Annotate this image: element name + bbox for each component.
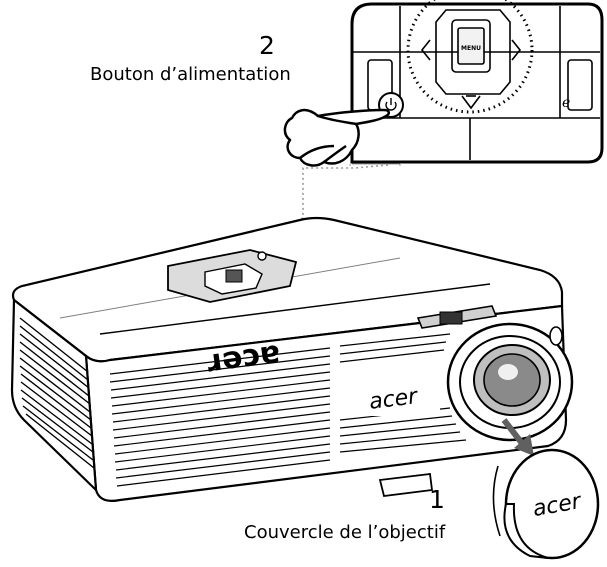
lens-cap: acer	[492, 448, 600, 560]
left-arrow-icon[interactable]	[420, 39, 431, 61]
step-2-number: 2	[259, 31, 275, 60]
inset-frame	[350, 2, 604, 164]
projector-left-side	[10, 297, 98, 493]
hand-icon	[283, 108, 390, 167]
down-arrow-icon[interactable]	[461, 95, 481, 110]
projector-body: acer acer	[10, 216, 574, 502]
front-brand-logo: acer	[368, 384, 421, 415]
dial-ring	[406, 0, 534, 114]
e-key-label[interactable]: e	[562, 95, 570, 111]
step-1-number: 1	[429, 485, 445, 514]
top-control-panel[interactable]	[167, 249, 298, 303]
inset-connector	[349, 163, 401, 166]
control-panel-inset: MENU e	[350, 0, 604, 164]
menu-button-label: MENU	[461, 45, 481, 52]
power-button-label: Bouton d’alimentation	[90, 64, 291, 85]
callout-dotted-line	[239, 164, 389, 245]
right-arrow-icon[interactable]	[511, 39, 522, 61]
menu-button[interactable]	[457, 27, 485, 65]
projector-foot	[378, 472, 434, 497]
removal-arrow-icon	[501, 418, 534, 456]
projector-lens	[446, 322, 574, 442]
lens-cap-label: Couvercle de l’objectif	[244, 522, 446, 543]
projector-front	[84, 304, 568, 502]
power-icon	[385, 98, 397, 111]
zoom-slider[interactable]	[416, 305, 498, 329]
nav-cluster	[435, 9, 511, 95]
